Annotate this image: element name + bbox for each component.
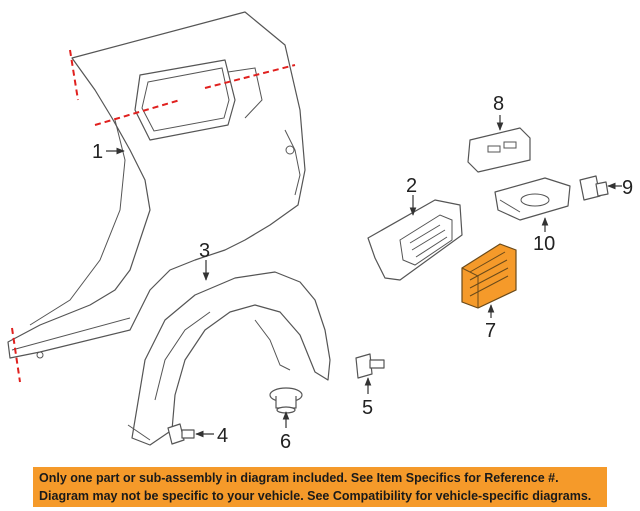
callout-8: 8 [493, 93, 504, 115]
disclaimer-line-1: Only one part or sub-assembly in diagram… [39, 471, 559, 485]
leader-lines [106, 115, 622, 438]
disclaimer-line-2: Diagram may not be specific to your vehi… [39, 489, 592, 503]
fuel-door-housing-part-2 [367, 199, 463, 281]
wheel-liner-part-3 [127, 271, 331, 446]
callout-4: 4 [217, 425, 228, 447]
callout-2: 2 [406, 175, 417, 197]
callout-7: 7 [485, 320, 496, 342]
disclaimer-banner: Only one part or sub-assembly in diagram… [33, 467, 607, 507]
push-clip-part-5 [355, 353, 385, 379]
callout-3: 3 [199, 240, 210, 262]
callout-9: 9 [622, 177, 633, 199]
callout-6: 6 [280, 431, 291, 453]
fuel-door-part-7 [461, 243, 517, 309]
callout-10: 10 [533, 233, 555, 255]
plug-part-6 [269, 387, 303, 414]
emblem-part-8 [467, 127, 531, 173]
clip-part-9 [579, 175, 609, 201]
actuator-part-10 [494, 177, 571, 221]
quarter-panel-part-1 [7, 11, 306, 383]
push-clip-part-4 [167, 423, 195, 445]
callout-labels: 1 2 3 4 5 6 7 8 9 10 [92, 93, 633, 453]
callout-1: 1 [92, 141, 103, 163]
callout-5: 5 [362, 397, 373, 419]
